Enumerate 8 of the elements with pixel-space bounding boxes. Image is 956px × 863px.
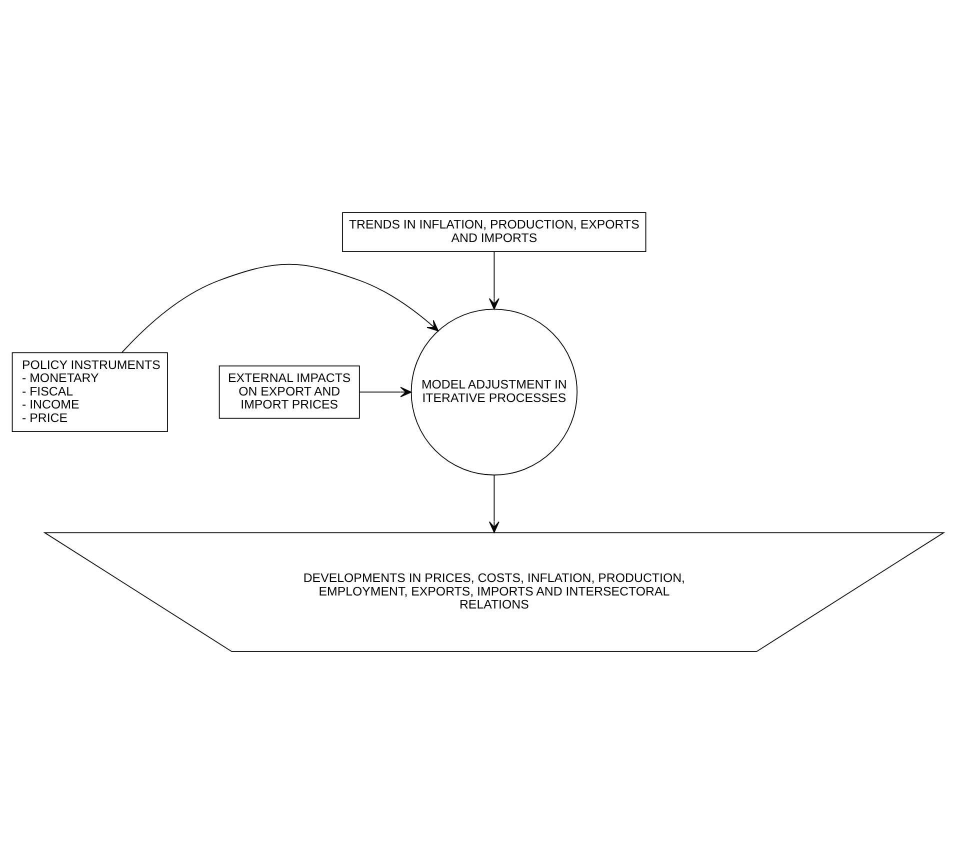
arrow [122,263,439,352]
arrow [488,474,500,532]
node-box: POLICY INSTRUMENTS - MONETARY - FISCAL - INCOME - PRICE [12,352,168,432]
node-box: TRENDS IN INFLATION, PRODUCTION, EXPORTS AND IMPORTS [342,212,646,252]
node-box: EXTERNAL IMPACTS ON EXPORT AND IMPORT PRICES [218,365,360,418]
node-circle: MODEL ADJUSTMENT IN ITERATIVE PROCESSES [410,308,578,475]
arrow [359,386,412,397]
arrow [488,250,500,310]
